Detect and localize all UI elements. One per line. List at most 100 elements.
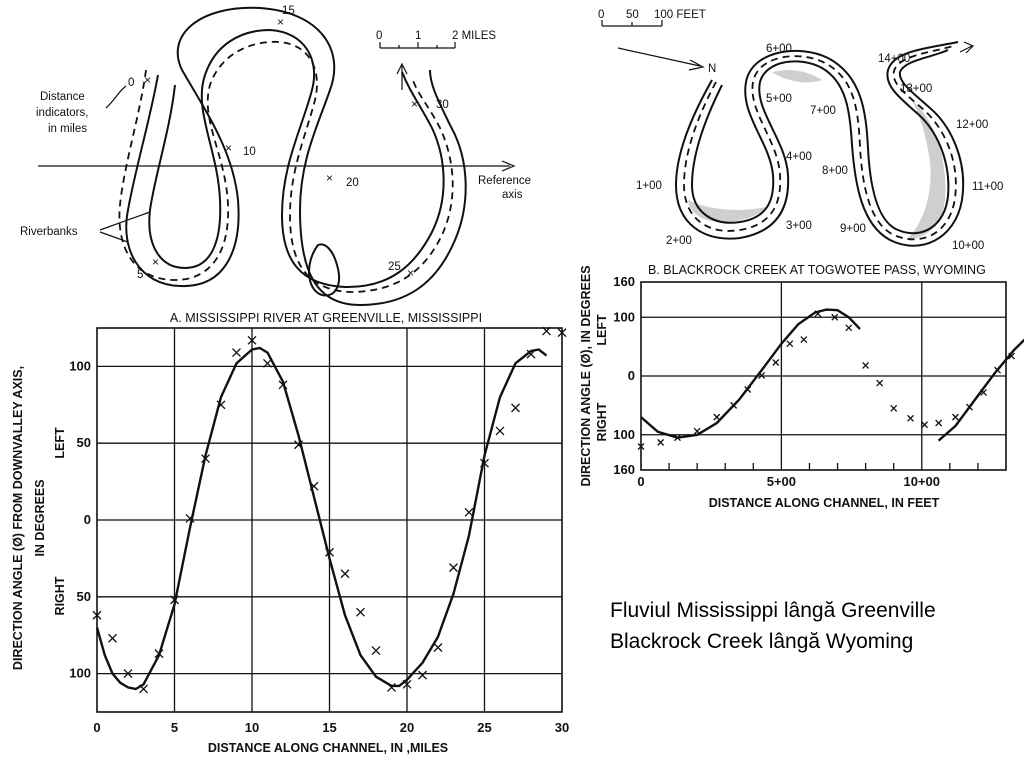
chart-a-title: A. MISSISSIPPI RIVER AT GREENVILLE, MISS…: [170, 311, 482, 325]
chart-a-point-22: [433, 643, 443, 652]
chart-b-side-left: LEFT: [595, 314, 609, 346]
chart-a-grid: [96, 327, 563, 713]
distance-cross-15: ×: [277, 15, 284, 29]
distance-indicator-0: 0: [128, 77, 134, 89]
chart-a-fit-curves: [95, 346, 548, 691]
chart-a-point-20: [402, 679, 412, 689]
chart-a-side-left: LEFT: [53, 427, 67, 459]
station-9: 9+00: [840, 223, 866, 235]
chart-a-xtick-3: 15: [322, 720, 336, 735]
chart-a-point-14: [309, 481, 319, 491]
station-2: 2+00: [666, 235, 692, 247]
chart-a-point-27: [511, 403, 520, 413]
chart-b-point-20: [952, 413, 959, 421]
chart-a-point-18: [371, 646, 381, 656]
map-blackrock: 0 50 100 FEET N 1+00 2+00 3+00 4+00 5+00…: [598, 9, 1003, 252]
chart-b-blackrock: B. BLACKROCK CREEK AT TOGWOTEE PASS, WYO…: [579, 263, 1024, 510]
chart-b-point-2: [674, 434, 681, 442]
chart-a-point-9: [232, 348, 241, 358]
chart-a-point-17: [356, 607, 365, 617]
distance-indicator-20: 20: [346, 177, 359, 189]
chart-b-point-0: [637, 443, 645, 450]
station-8: 8+00: [822, 165, 848, 177]
distance-indicator-30: 30: [436, 99, 449, 111]
riverbank-inner: [148, 28, 445, 289]
chart-b-xlabel: DISTANCE ALONG CHANNEL, IN FEET: [709, 496, 940, 510]
chart-a-point-15: [325, 547, 334, 557]
station-6: 6+00: [766, 43, 792, 55]
chart-a-xtick-1: 5: [171, 720, 178, 735]
chart-a-xtick-2: 10: [245, 720, 259, 735]
chart-a-point-21: [418, 670, 427, 680]
chart-b-fit-curve-1: [937, 338, 1024, 442]
annotation-riverbank-leader-2: [99, 231, 129, 243]
station-5: 5+00: [766, 93, 792, 105]
chart-a-ytick-2: 0: [84, 512, 91, 527]
chart-a-point-3: [139, 684, 148, 694]
chart-a-point-24: [464, 507, 474, 517]
station-13: 13+00: [900, 83, 932, 95]
chart-b-point-19: [935, 419, 943, 427]
reference-axis-arrow: [501, 160, 516, 172]
creek-bank-outer: [674, 49, 965, 247]
creek-thalweg-dashed: [683, 45, 957, 241]
chart-b-point-11: [814, 310, 822, 318]
distance-cross-25: ×: [407, 266, 414, 280]
chart-b-point-21: [966, 403, 973, 411]
annotation-riverbanks: Riverbanks: [20, 226, 78, 238]
chart-a-point-19: [387, 682, 396, 692]
chart-b-point-23: [994, 366, 1002, 374]
chart-a-xtick-4: 20: [400, 720, 414, 735]
station-7: 7+00: [810, 105, 836, 117]
distance-cross-0: ×: [144, 73, 151, 87]
chart-b-point-14: [862, 361, 870, 369]
creek-bank-inner: [690, 41, 959, 235]
chart-b-ytick-0: 160: [613, 274, 635, 289]
chart-b-xtick-2: 10+00: [904, 474, 941, 489]
chart-a-point-1: [108, 633, 117, 643]
chart-a-point-4: [154, 649, 164, 659]
map-b-scale-tick-50: 50: [626, 9, 639, 21]
chart-a-point-29: [542, 326, 551, 336]
creek-flow-arrow: [959, 41, 975, 54]
chart-b-ytick-1: 100: [613, 309, 635, 324]
chart-b-point-4: [713, 413, 721, 421]
chart-a-xtick-5: 25: [477, 720, 491, 735]
station-11: 11+00: [972, 181, 1003, 193]
distance-indicator-15: 15: [282, 5, 295, 17]
annotation-riverbank-leader-1: [99, 211, 151, 231]
chart-b-point-24: [1008, 352, 1016, 360]
map-a-scale-label: 2 MILES: [452, 30, 496, 42]
chart-a-ytick-0: 100: [69, 358, 91, 373]
chart-b-point-3: [693, 427, 701, 435]
upstream-arrow: [396, 62, 408, 90]
chart-b-ylabel: DIRECTION ANGLE (Ø), IN DEGREES: [579, 265, 593, 486]
chart-b-point-5: [730, 401, 738, 409]
chart-a-xtick-6: 30: [555, 720, 569, 735]
chart-b-point-16: [890, 404, 898, 412]
chart-a-point-12: [278, 380, 288, 390]
annotation-distance-indicators-3: in miles: [48, 123, 87, 135]
chart-b-fit-curves: [640, 308, 1024, 442]
chart-b-ytick-3: 100: [613, 427, 635, 442]
chart-b-point-9: [786, 340, 794, 348]
point-bar-2: [772, 70, 822, 83]
station-3: 3+00: [786, 220, 812, 232]
chart-b-fit-curve-0: [640, 308, 861, 439]
chart-a-point-6: [185, 514, 195, 523]
chart-b-point-6: [744, 386, 752, 393]
chart-a-ylabel-2: IN DEGREES: [33, 479, 47, 556]
distance-indicator-5: 5: [137, 269, 143, 281]
chart-a-point-25: [480, 458, 489, 468]
chart-b-point-15: [876, 379, 884, 387]
annotation-distance-leader: [105, 85, 127, 109]
station-10: 10+00: [952, 240, 984, 252]
oxbow-lake: [308, 243, 341, 297]
chart-a-side-right: RIGHT: [53, 576, 67, 615]
chart-a-point-0: [92, 610, 102, 620]
chart-b-points: [637, 310, 1016, 450]
chart-b-ytick-2: 0: [628, 368, 635, 383]
annotation-distance-indicators-1: Distance: [40, 91, 85, 103]
chart-a-xlabel: DISTANCE ALONG CHANNEL, IN ,MILES: [208, 741, 448, 755]
